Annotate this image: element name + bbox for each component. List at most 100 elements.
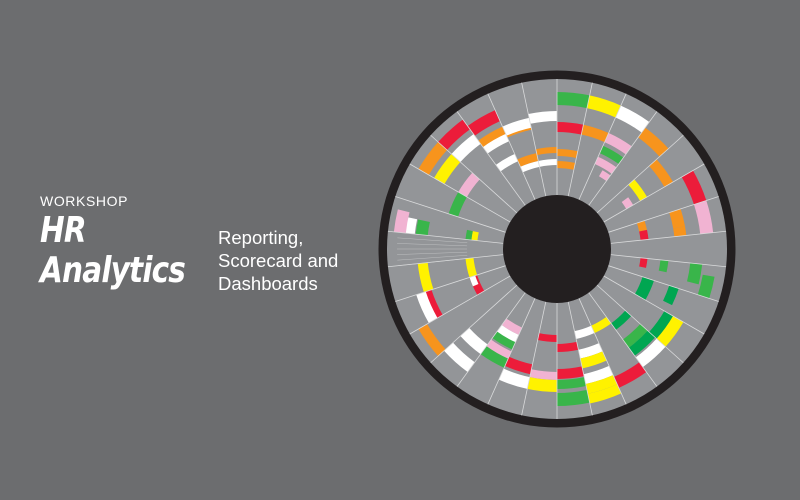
arc-segment bbox=[622, 323, 648, 348]
arc-segment bbox=[434, 153, 461, 184]
arc-segment bbox=[557, 161, 576, 170]
arc-segment bbox=[621, 197, 634, 209]
arc-segment bbox=[557, 366, 585, 379]
arc-segment bbox=[594, 156, 617, 174]
tick-line bbox=[397, 243, 468, 247]
arc-segment bbox=[465, 229, 473, 241]
arc-segment bbox=[528, 111, 557, 124]
arc-segment bbox=[482, 133, 510, 154]
arc-segment bbox=[418, 141, 448, 175]
arc-segment bbox=[693, 200, 714, 234]
sector-line bbox=[395, 265, 506, 302]
arc-segment bbox=[583, 365, 614, 384]
arc-segment bbox=[467, 110, 501, 136]
arc-segment bbox=[417, 262, 434, 293]
arc-segment bbox=[681, 170, 707, 205]
sector-line bbox=[430, 284, 518, 364]
arc-segment bbox=[658, 259, 669, 273]
subtitle-line-3: Dashboards bbox=[218, 273, 318, 294]
arc-segment bbox=[527, 377, 557, 392]
arc-segment bbox=[495, 153, 518, 172]
arc-segment bbox=[557, 149, 578, 159]
sector-line bbox=[603, 275, 705, 335]
sector-line bbox=[430, 134, 518, 214]
arc-segment bbox=[587, 384, 622, 404]
arc-segment bbox=[591, 316, 612, 334]
sector-line bbox=[395, 196, 506, 233]
arc-segment bbox=[501, 318, 523, 335]
tick-line bbox=[397, 237, 468, 243]
arc-segment bbox=[673, 226, 687, 237]
tick-line bbox=[397, 251, 468, 255]
subtitle-line-1: Reporting, bbox=[218, 227, 304, 248]
sector-line bbox=[588, 292, 658, 387]
arc-segment bbox=[485, 339, 512, 361]
radial-graphic bbox=[378, 70, 736, 428]
title-block: WORKSHOP HR Analytics bbox=[40, 193, 217, 289]
arc-segment bbox=[393, 209, 410, 234]
arc-segment bbox=[586, 95, 621, 118]
sector-line bbox=[603, 163, 705, 223]
sector-line bbox=[578, 93, 627, 200]
arc-segment bbox=[669, 208, 686, 229]
arc-segment bbox=[478, 126, 507, 149]
arc-segment bbox=[415, 219, 430, 236]
arc-segment bbox=[504, 356, 533, 375]
arc-segment bbox=[535, 147, 557, 156]
sector-line bbox=[487, 298, 536, 405]
sector-line bbox=[521, 82, 547, 197]
hub-circle bbox=[503, 195, 611, 303]
arc-segment bbox=[458, 172, 480, 197]
arc-segment bbox=[557, 341, 579, 352]
arc-segment bbox=[502, 117, 532, 136]
arc-segment bbox=[656, 316, 684, 347]
sector-line bbox=[409, 275, 511, 335]
sector-line bbox=[608, 196, 719, 233]
sector-line bbox=[409, 163, 511, 223]
sector-line bbox=[596, 134, 684, 214]
arc-segment bbox=[613, 362, 647, 388]
arc-segment bbox=[649, 311, 675, 341]
sector-line bbox=[487, 93, 536, 200]
arc-segment bbox=[529, 369, 557, 380]
arc-segment bbox=[438, 119, 471, 150]
arc-segment bbox=[585, 375, 618, 394]
sector-line bbox=[596, 284, 684, 364]
arc-segment bbox=[537, 333, 557, 342]
sector-line bbox=[521, 301, 547, 416]
arc-segment bbox=[634, 276, 655, 300]
tick-line bbox=[397, 255, 468, 261]
arc-segment bbox=[469, 275, 479, 287]
arc-segment bbox=[628, 179, 648, 201]
arc-segment bbox=[557, 377, 587, 389]
sector-line bbox=[567, 301, 593, 416]
arc-segment bbox=[418, 324, 446, 357]
arc-segment bbox=[649, 159, 674, 187]
arc-segment bbox=[697, 274, 715, 299]
title-line-1: HR bbox=[40, 210, 87, 251]
arc-segment bbox=[636, 220, 647, 232]
sector-line bbox=[456, 111, 526, 206]
sector-line bbox=[578, 298, 627, 405]
arc-segment bbox=[639, 229, 649, 241]
sector-line bbox=[588, 111, 658, 206]
arc-segment bbox=[416, 291, 438, 323]
arc-segment bbox=[599, 170, 611, 182]
arc-segment bbox=[497, 325, 519, 343]
title-line-2: Analytics bbox=[40, 250, 186, 291]
arc-segment bbox=[639, 257, 648, 268]
subtitle-line-2: Scorecard and bbox=[218, 250, 339, 271]
arc-segment bbox=[638, 127, 669, 157]
arc-segment bbox=[635, 338, 666, 368]
arc-segment bbox=[451, 134, 481, 163]
arc-segment bbox=[578, 343, 603, 359]
arc-segment bbox=[599, 145, 624, 165]
sector-line bbox=[608, 265, 719, 302]
arc-segment bbox=[611, 310, 632, 330]
sector-line bbox=[610, 254, 727, 268]
arc-segment bbox=[557, 122, 584, 135]
arc-segment bbox=[557, 389, 590, 406]
arc-segment bbox=[448, 192, 467, 217]
arc-segment bbox=[557, 92, 590, 109]
arc-segment bbox=[492, 329, 517, 350]
